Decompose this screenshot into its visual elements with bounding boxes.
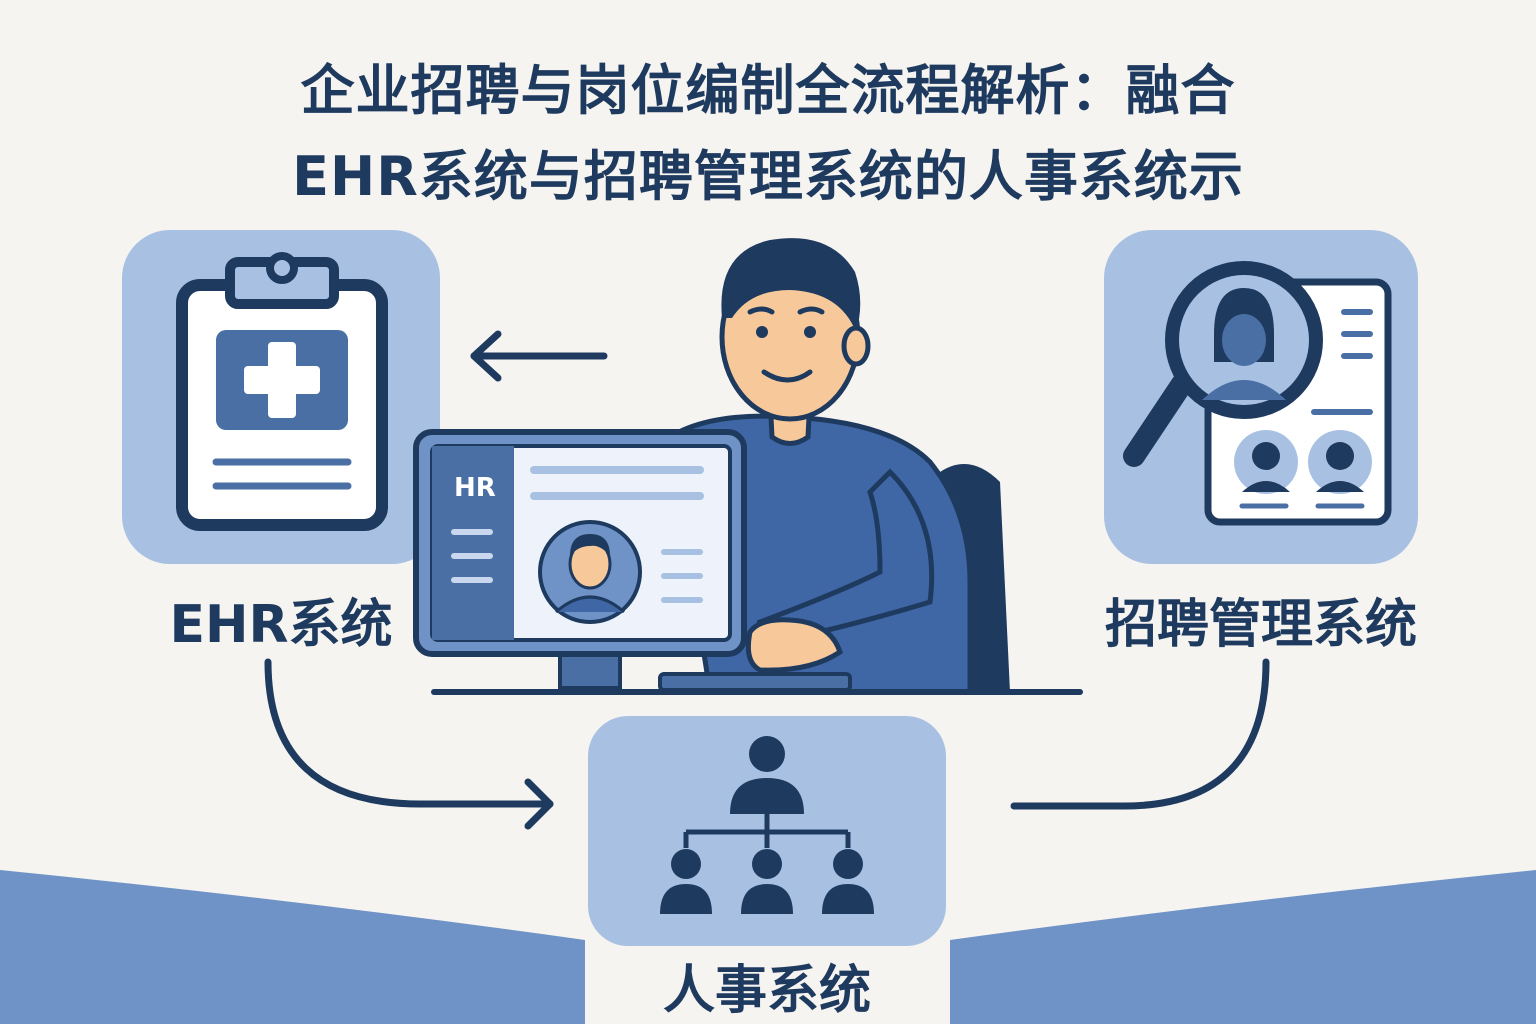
clipboard-medical-icon [176, 252, 388, 531]
hr-worker-at-computer-illustration: HR [413, 238, 1083, 695]
recruitment-system-tile [1104, 230, 1418, 564]
title-line-1: 企业招聘与岗位编制全流程解析：融合 [300, 59, 1236, 122]
arrow-to-ehr-icon [470, 330, 608, 382]
hr-system-label: 人事系统 [662, 961, 871, 1021]
hr-system-tile [588, 716, 946, 946]
ehr-system-tile [122, 230, 440, 564]
bottom-band [0, 870, 1536, 1024]
connector-recruit-to-hr-icon [1010, 658, 1270, 810]
recruitment-system-label: 招聘管理系统 [1104, 595, 1417, 655]
title-line-2: EHR系统与招聘管理系统的人事系统示 [292, 145, 1244, 208]
magnifier-candidates-icon [1123, 261, 1392, 526]
monitor-brand-text: HR [454, 473, 496, 503]
arrow-ehr-to-hr-icon [264, 658, 554, 830]
page-title: 企业招聘与岗位编制全流程解析：融合 EHR系统与招聘管理系统的人事系统示 [0, 48, 1536, 220]
org-chart-icon [660, 736, 874, 914]
ehr-system-label: EHR系统 [169, 595, 393, 655]
